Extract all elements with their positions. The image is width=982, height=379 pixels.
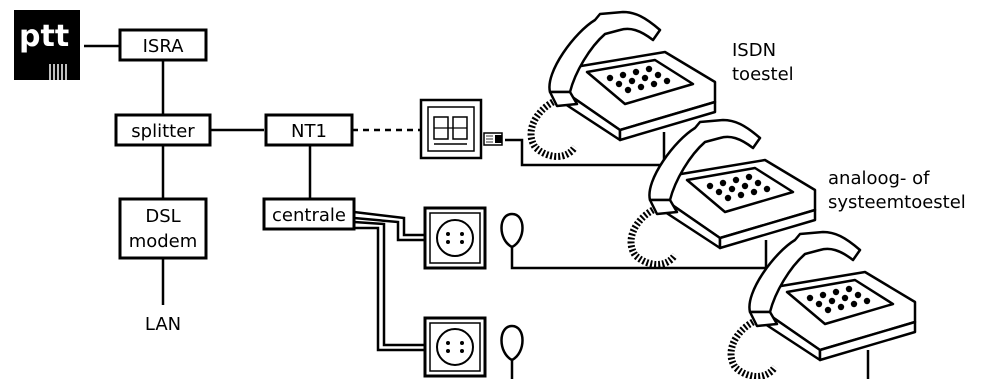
dsl-label-line1: DSL [145,206,180,227]
splitter-label: splitter [131,121,195,142]
dsl-modem-box: DSL modem [118,197,208,260]
isra-box: ISRA [118,28,208,62]
analog-label-line1: analoog- of [828,168,930,189]
isdn-label-line2: toestel [732,64,794,85]
plug-1-icon [500,212,524,249]
logo-text: ptt [19,19,69,54]
analog-socket-1 [423,206,487,270]
line-centrale-socket1-a [353,210,424,237]
connections [84,44,870,379]
line-centrale-socket1-b [353,216,424,242]
plug-2-icon [500,324,524,362]
phone-analog-icon [631,120,815,264]
dsl-label-line2: modem [129,231,198,252]
lan-label: LAN [145,314,181,335]
nt1-box: NT1 [264,113,354,147]
phone-3-icon [731,232,915,376]
isdn-label-line1: ISDN [732,40,776,61]
analog-label-line2: systeemtoestel [828,192,966,213]
line-centrale-socket2-b [354,226,424,352]
line-centrale-socket2-a [353,220,424,347]
splitter-box: splitter [114,113,212,147]
isdn-plug-icon [483,132,503,146]
ptt-logo: ptt [14,10,80,80]
isdn-wall-socket [419,98,483,160]
nt1-label: NT1 [291,121,327,142]
cord-plug1-phone2 [510,240,768,270]
cord-isdn-phone1 [505,132,666,167]
centrale-box: centrale [262,197,356,231]
centrale-label: centrale [272,205,346,226]
isra-label: ISRA [143,36,185,57]
analog-socket-2 [423,316,487,378]
